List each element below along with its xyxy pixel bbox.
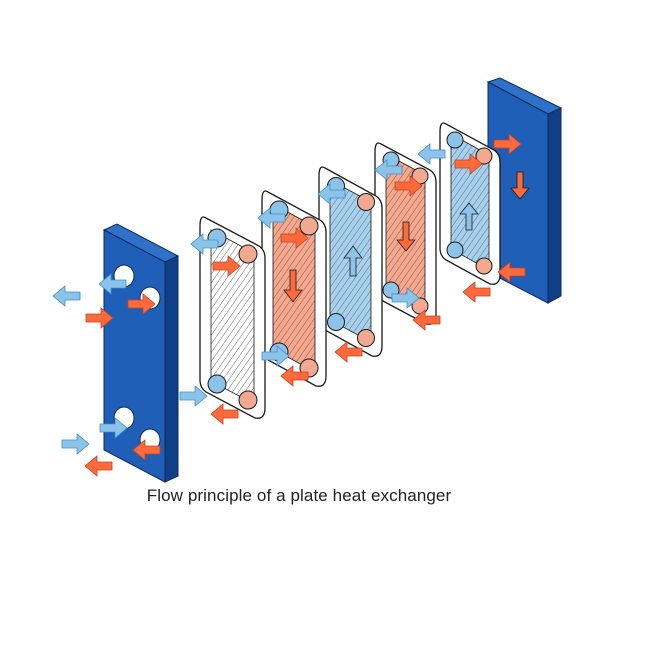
cold-arrow-icon — [179, 385, 208, 407]
cold-outlet-arrow-icon — [52, 285, 81, 307]
cold-flow-up-arrow — [459, 202, 479, 231]
cold-arrow-icon — [190, 233, 219, 255]
hot-arrow-icon — [280, 227, 309, 249]
hot-flow-down-arrow — [283, 269, 303, 303]
cold-port-arrows — [52, 143, 446, 455]
hot-arrow-icon — [497, 261, 526, 283]
hot-port-arrows — [84, 133, 526, 477]
cold-arrow-icon — [374, 159, 403, 181]
cold-inlet-arrow-icon — [61, 433, 90, 455]
cold-arrow-icon — [391, 287, 420, 309]
diagram-caption: Flow principle of a plate heat exchanger — [146, 486, 452, 505]
cold-arrow-icon — [98, 273, 127, 295]
hot-arrow-icon — [127, 293, 156, 315]
plate-flow-arrows — [283, 171, 530, 303]
hot-arrow-icon — [212, 255, 241, 277]
hot-arrow-icon — [132, 439, 161, 461]
cold-arrow-icon — [99, 417, 128, 439]
hot-flow-down-arrow — [510, 171, 530, 200]
hot-arrow-icon — [493, 133, 522, 155]
hot-arrow-icon — [412, 309, 441, 331]
hot-arrow-icon — [334, 341, 363, 363]
hot-arrow-icon — [454, 153, 483, 175]
cold-flow-up-arrow — [343, 245, 363, 277]
hot-arrow-icon — [280, 365, 309, 387]
hot-inlet-arrow-icon — [85, 307, 114, 329]
hot-arrow-icon — [462, 281, 491, 303]
hot-arrow-icon — [394, 175, 423, 197]
front-frame-plate — [102, 223, 180, 483]
hot-arrow-icon — [210, 403, 239, 425]
hot-outlet-arrow-icon — [84, 455, 113, 477]
hot-flow-down-arrow — [396, 221, 416, 252]
cold-arrow-icon — [417, 143, 446, 165]
cold-arrow-icon — [317, 183, 346, 205]
cold-arrow-icon — [257, 207, 286, 229]
cold-arrow-icon — [261, 345, 290, 367]
